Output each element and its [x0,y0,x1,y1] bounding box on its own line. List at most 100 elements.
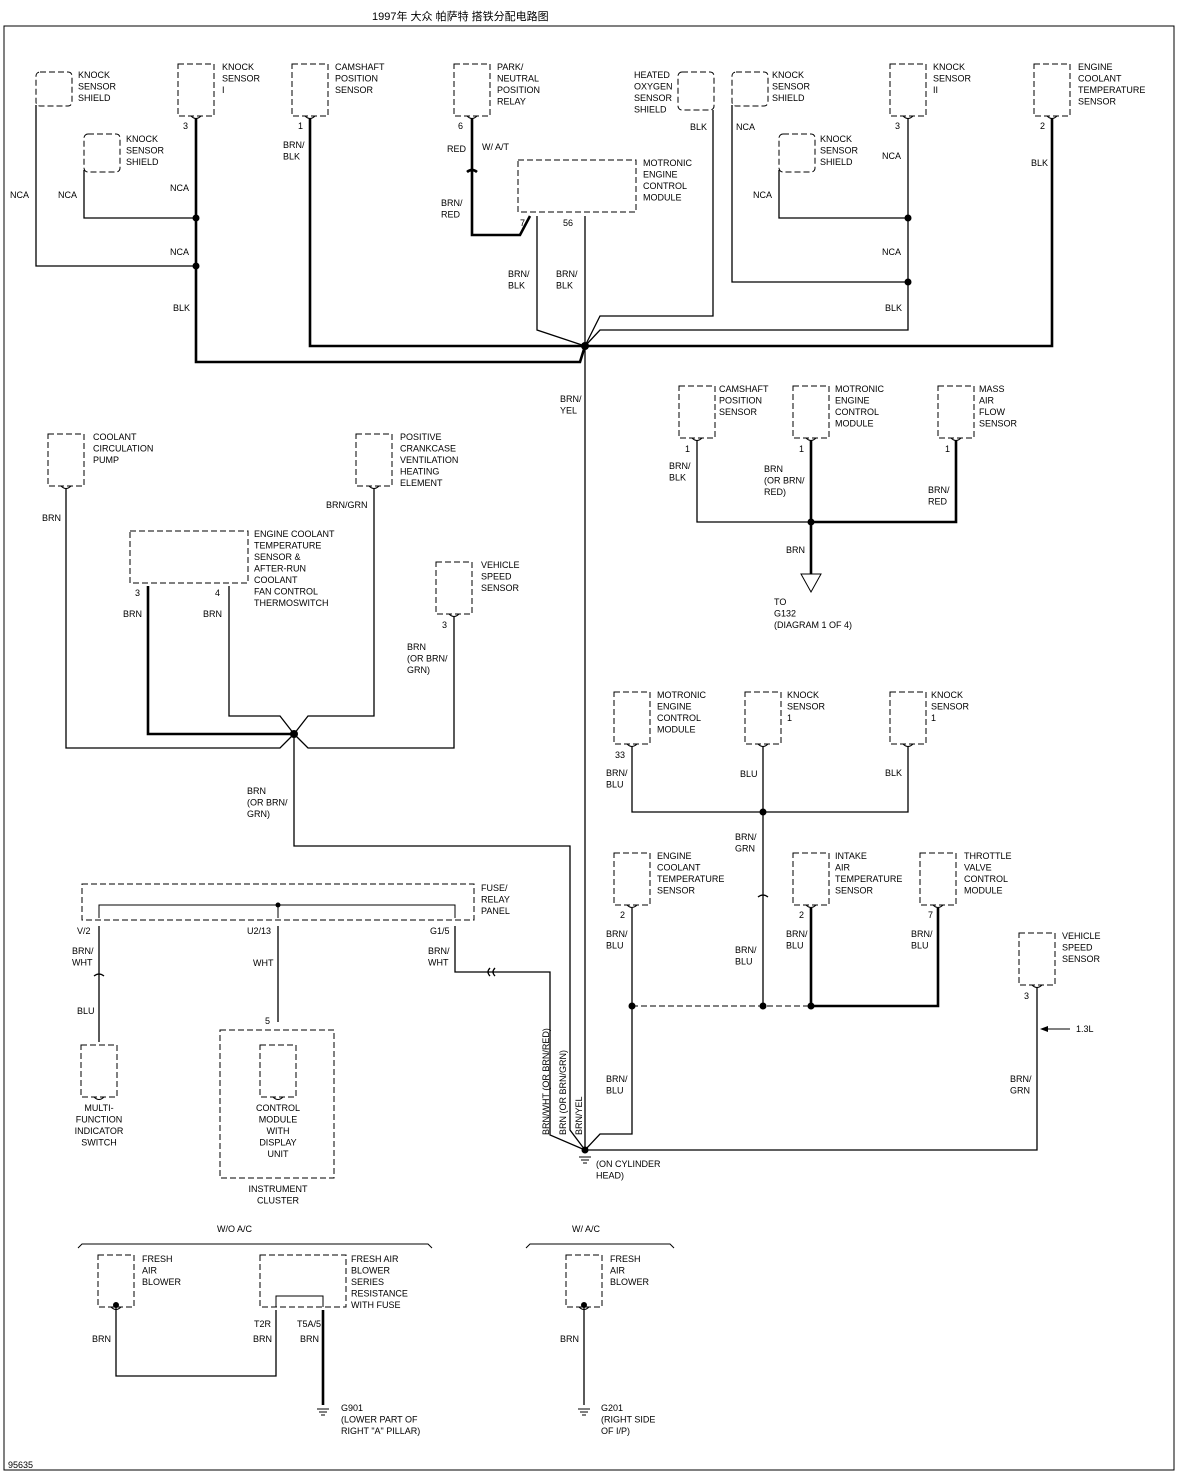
svg-text:3: 3 [895,121,900,131]
connector-stub [805,904,817,908]
diagram-title: 1997年 大众 帕萨特 搭铁分配电路图 [372,9,549,23]
svg-text:BRN: BRN [203,609,222,619]
svg-text:3: 3 [135,588,140,598]
svg-text:RED: RED [447,144,467,154]
svg-text:BRN/GRN: BRN/GRN [735,832,757,854]
svg-text:BRN(OR BRN/RED): BRN(OR BRN/RED) [764,464,805,497]
connector-stub [190,115,202,119]
connector-stub [368,485,380,489]
svg-text:2: 2 [1040,121,1045,131]
connector-stub [757,743,769,747]
svg-text:NCA: NCA [10,190,29,200]
g132-wiring [696,440,958,594]
svg-text:BLU: BLU [740,769,758,779]
svg-text:1: 1 [298,121,303,131]
svg-text:NCA: NCA [753,190,772,200]
connector-stub [1031,984,1043,988]
lower-right-labels: BRN/BLU BLU BLK BRN/GRN BRN/BLU BRN/BLU … [606,768,1094,1096]
fuse-panel-labels: BRN/WHT BLU WHT BRN/WHT BRN/WHT (OR BRN/… [72,946,584,1135]
svg-text:W/O A/C: W/O A/C [217,1224,253,1234]
connector-stub [950,437,962,441]
svg-text:BRN/BLU: BRN/BLU [786,929,808,951]
svg-text:NCA: NCA [882,151,901,161]
lower-right-wiring [584,746,1070,1151]
svg-text:BRN: BRN [123,609,142,619]
svg-text:NCA: NCA [58,190,77,200]
svg-text:BRN/BLK: BRN/BLK [556,269,578,291]
svg-text:V/2: V/2 [77,926,91,936]
svg-text:BRN/WHT (OR BRN/RED): BRN/WHT (OR BRN/RED) [541,1028,551,1135]
connector-stub [805,437,817,441]
svg-text:33: 33 [615,750,625,760]
connector-stub [272,1096,284,1100]
svg-text:NCA: NCA [736,122,755,132]
svg-text:1: 1 [799,444,804,454]
svg-text:BRN/BLU: BRN/BLU [911,929,933,951]
svg-text:G1/5: G1/5 [430,926,450,936]
connector-stub [626,743,638,747]
connector-stub [578,1306,590,1310]
svg-text:W/ A/T: W/ A/T [482,142,510,152]
svg-text:BRN/RED: BRN/RED [441,198,463,220]
svg-text:4: 4 [215,588,220,598]
svg-text:BRN: BRN [92,1334,111,1344]
svg-text:BLK: BLK [173,303,190,313]
svg-text:7: 7 [928,910,933,920]
svg-text:BRN/BLK: BRN/BLK [508,269,530,291]
diagram-frame [3,25,1175,1471]
svg-text:T2R: T2R [254,1319,272,1329]
connector-stub [60,485,72,489]
svg-text:NCA: NCA [882,247,901,257]
svg-text:2: 2 [799,910,804,920]
svg-text:7: 7 [520,218,525,228]
svg-text:T5A/5: T5A/5 [297,1319,321,1329]
svg-text:1: 1 [945,444,950,454]
svg-text:BRN/RED: BRN/RED [928,485,950,507]
svg-text:BRN(OR BRN/GRN): BRN(OR BRN/GRN) [247,786,288,819]
connector-stub [626,904,638,908]
top-splices [192,214,912,350]
svg-text:BRN: BRN [786,545,805,555]
svg-text:BRN/BLU: BRN/BLU [735,945,757,967]
svg-text:BLK: BLK [885,303,902,313]
connector-stub [691,437,703,441]
svg-text:BLK: BLK [690,122,707,132]
svg-text:BRN/BLK: BRN/BLK [669,461,691,483]
svg-text:BLU: BLU [77,1006,95,1016]
svg-text:NCA: NCA [170,247,189,257]
svg-text:BRN (OR BRN/GRN): BRN (OR BRN/GRN) [558,1050,568,1135]
